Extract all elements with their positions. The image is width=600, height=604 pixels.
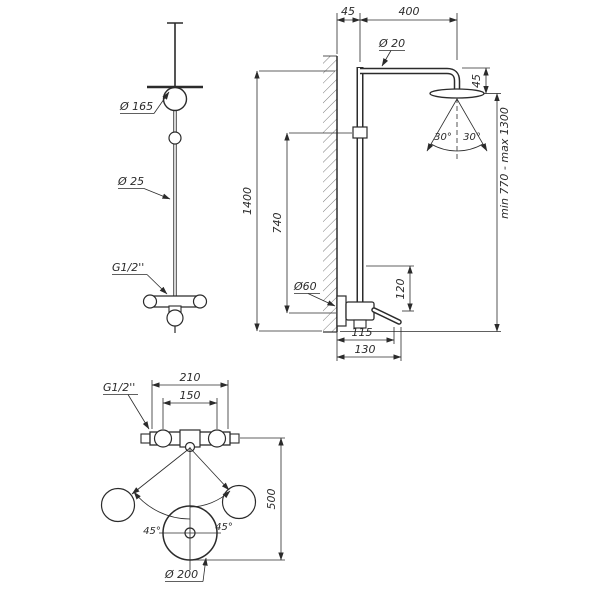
- thread-front-label: G1/2'': [112, 261, 144, 274]
- swivel-arc-right: [189, 490, 231, 508]
- leader-arrow: [146, 274, 168, 295]
- union-left: [140, 433, 151, 444]
- dim-body-width: 210: [151, 371, 229, 429]
- inlet-right: [207, 429, 227, 448]
- leader-arrow: [202, 557, 208, 582]
- slide-rail-clamp: [352, 126, 368, 139]
- total-height-label: 1400: [241, 187, 254, 215]
- leader-arrow: [127, 394, 150, 430]
- mixer-outlet-side: [353, 319, 367, 329]
- mixer-handle-left: [142, 294, 158, 309]
- dim-riser-height: 740: [271, 132, 352, 314]
- spray-angle-right-label: 30°: [463, 132, 481, 143]
- height-range-label: min 770 - max 1300: [498, 107, 511, 219]
- mixer-lever-side-core: [372, 308, 401, 324]
- swivel-pos-right: [221, 484, 257, 520]
- swivel-pos-left: [100, 487, 136, 523]
- inlet-spacing-label: 150: [180, 389, 201, 402]
- diverter-knob: [168, 131, 182, 145]
- dim-spout-depth: 115: [336, 326, 395, 361]
- leader-arrow: [307, 293, 336, 307]
- spray-angle-arc: [430, 143, 484, 152]
- leader-arrow: [143, 188, 171, 200]
- label-arm-diameter: Ø 20: [378, 37, 405, 67]
- body-width-label: 210: [180, 371, 201, 384]
- label-thread-front: G1/2'': [112, 261, 168, 295]
- shower-arm-pipe: [360, 67, 461, 90]
- wall-escutcheon: [336, 295, 347, 327]
- arm-length-label: 400: [399, 5, 420, 18]
- pipe-diameter-label: Ø 25: [117, 175, 144, 188]
- swivel-arc-left: [133, 491, 191, 520]
- leader-arrow: [381, 50, 392, 67]
- shower-arm-pipe-core: [360, 69, 459, 90]
- spout-depth-label: 115: [352, 326, 373, 339]
- dim-inlet-spacing: 150: [162, 389, 218, 429]
- lever-depth-label: 130: [355, 343, 376, 356]
- spray-cone: 30° 30°: [426, 98, 488, 162]
- label-head-diameter-top: Ø 200: [164, 557, 208, 582]
- swivel-right-label: 45°: [215, 522, 233, 533]
- mixer-lever-front: [166, 309, 184, 327]
- thread-top-label: G1/2'': [103, 381, 135, 394]
- spray-edge-right: [456, 98, 488, 152]
- swivel-line-right: [189, 447, 230, 491]
- dim-top-offsets: 45 400: [336, 5, 458, 62]
- swivel-left-label: 45°: [143, 526, 161, 537]
- dim-spout-offset: 120: [366, 265, 414, 312]
- wall-offset-label: 45: [341, 5, 355, 18]
- label-thread-top: G1/2'': [103, 381, 150, 430]
- dim-head-drop: 45: [462, 67, 490, 94]
- shower-head-side: [429, 88, 485, 99]
- leader-arrow: [153, 91, 170, 114]
- arm-diameter-label: Ø 20: [378, 37, 405, 50]
- dim-height-range: min 770 - max 1300: [340, 93, 511, 332]
- reach-label: 500: [265, 489, 278, 510]
- dim-total-height: 1400: [241, 70, 335, 332]
- label-escutcheon-diameter: Ø60: [293, 280, 336, 307]
- top-view: 210 150 G1/2'' 45° 45°: [100, 371, 285, 582]
- head-diameter-top-label: Ø 200: [164, 568, 198, 581]
- escutcheon-diameter-label: Ø60: [293, 280, 317, 293]
- label-pipe-diameter: Ø 25: [117, 175, 171, 200]
- shower-head-front: [162, 86, 188, 112]
- wall-hatch: [323, 56, 337, 332]
- spray-edge-left: [426, 98, 458, 152]
- side-view: 30° 30° 45 400 Ø 20 45 1400: [241, 5, 511, 361]
- union-right: [229, 433, 240, 444]
- riser-height-label: 740: [271, 213, 284, 234]
- front-view: Ø 165 Ø 25 G1/2'': [112, 22, 208, 333]
- head-drop-label: 45: [470, 74, 483, 88]
- label-head-diameter: Ø 165: [119, 91, 170, 114]
- head-diameter-label: Ø 165: [119, 100, 153, 113]
- swivel-line-left: [131, 447, 191, 495]
- mixer-body-side: [345, 301, 375, 321]
- dim-lever-depth: 130: [336, 327, 402, 361]
- spray-angle-left-label: 30°: [434, 132, 452, 143]
- inlet-left: [153, 429, 173, 448]
- spout-offset-label: 120: [394, 279, 407, 300]
- mixer-handle-right: [192, 294, 208, 309]
